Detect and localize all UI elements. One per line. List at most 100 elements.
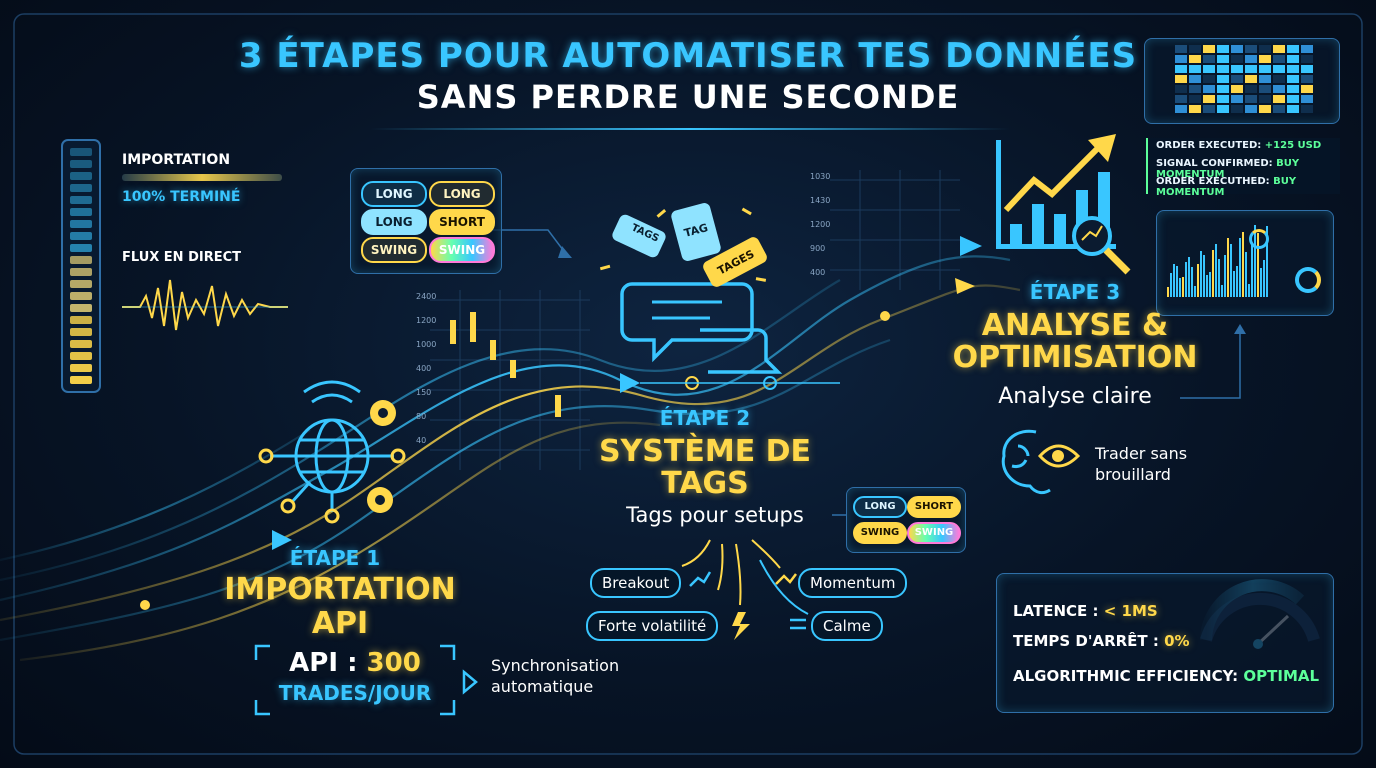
mini-pill-swing[interactable]: SWING: [853, 522, 907, 544]
heatmap-cell: [1175, 95, 1187, 103]
setup-breakout[interactable]: Breakout: [590, 568, 682, 598]
dashboard-bar: [1251, 245, 1253, 297]
step3-title-line1: ANALYSE &: [981, 308, 1169, 343]
analytics-dashboard-panel: [1156, 210, 1334, 316]
dashboard-bar: [1260, 268, 1262, 297]
gauge-segment: [70, 304, 92, 312]
setup-forte-volatilite[interactable]: Forte volatilité: [586, 611, 719, 641]
dashboard-bar: [1221, 285, 1223, 297]
step3-title-line2: OPTIMISATION: [952, 340, 1198, 375]
heatmap-cell: [1259, 55, 1271, 63]
setup-calme[interactable]: Calme: [811, 611, 883, 641]
gauge-segment: [70, 328, 92, 336]
gauge-segment: [70, 316, 92, 324]
heatmap-cell: [1287, 45, 1299, 53]
heatmap-cell: [1245, 55, 1257, 63]
heatmap-cell: [1301, 105, 1313, 113]
heatmap-cell: [1287, 75, 1299, 83]
heatmap-cell: [1203, 55, 1215, 63]
page-title: 3 ÉTAPES POUR AUTOMATISER TES DONNÉES: [238, 36, 1138, 76]
gauge-segment: [70, 184, 92, 192]
dashboard-bar: [1176, 266, 1178, 297]
dashboard-bar: [1206, 275, 1208, 297]
mini-pill-swing[interactable]: SWING: [907, 522, 961, 544]
step2-title-line1: SYSTÈME DE: [598, 434, 812, 469]
efficiency-row: ALGORITHMIC EFFICIENCY: OPTIMAL: [1013, 667, 1320, 685]
tag-pill-short[interactable]: SHORT: [429, 209, 495, 235]
import-status: 100% TERMINÉ: [122, 189, 241, 205]
heatmap-cell: [1189, 85, 1201, 93]
gauge-segment: [70, 352, 92, 360]
dashboard-bar: [1230, 244, 1232, 297]
gauge-segment: [70, 208, 92, 216]
dashboard-bar: [1236, 266, 1238, 297]
axis-tick-label: 150: [416, 388, 432, 397]
tag-pill-long[interactable]: LONG: [361, 209, 427, 235]
heatmap-cell: [1287, 65, 1299, 73]
gauge-segment: [70, 340, 92, 348]
heatmap-cell: [1259, 95, 1271, 103]
page-subtitle: SANS PERDRE UNE SECONDE: [416, 78, 960, 116]
heatmap-cell: [1259, 75, 1271, 83]
axis-tick-label: 1000: [416, 340, 437, 349]
tag-pill-long[interactable]: LONG: [429, 181, 495, 207]
trader-line2: brouillard: [1095, 465, 1171, 484]
heatmap-cell: [1203, 75, 1215, 83]
gauge-segment: [70, 280, 92, 288]
heatmap-cell: [1175, 55, 1187, 63]
axis-tick-label: 1430: [810, 196, 831, 205]
mini-pill-short[interactable]: SHORT: [907, 496, 961, 518]
heatmap-panel: [1144, 38, 1340, 124]
heatmap-cell: [1203, 45, 1215, 53]
heatmap-cell: [1217, 45, 1229, 53]
dashboard-bar: [1242, 232, 1244, 297]
dashboard-bar: [1182, 277, 1184, 297]
heatmap-cell: [1217, 65, 1229, 73]
heatmap-cell: [1231, 85, 1243, 93]
tag-pill-swing[interactable]: SWING: [429, 237, 495, 263]
gauge-segment: [70, 196, 92, 204]
heatmap-cell: [1217, 75, 1229, 83]
heatmap-cell: [1245, 85, 1257, 93]
heatmap-cell: [1175, 105, 1187, 113]
axis-tick-label: 2400: [416, 292, 437, 301]
heatmap-cell: [1273, 55, 1285, 63]
dashboard-bar: [1209, 272, 1211, 297]
heatmap-cell: [1287, 105, 1299, 113]
dashboard-bar: [1233, 271, 1235, 297]
heatmap-cell: [1231, 45, 1243, 53]
dashboard-bar: [1254, 225, 1256, 297]
latency-value: < 1MS: [1103, 602, 1158, 620]
heatmap-cell: [1231, 95, 1243, 103]
heatmap-cell: [1217, 95, 1229, 103]
dashboard-bar: [1248, 284, 1250, 297]
axis-tick-label: 400: [810, 268, 826, 277]
mini-tags-panel: LONG SHORT SWING SWING: [846, 487, 966, 553]
axis-tick-label: 900: [810, 244, 826, 253]
dashboard-bar: [1191, 267, 1193, 297]
tags-panel: LONG LONG LONG SHORT SWING SWING: [350, 168, 502, 274]
dashboard-bar: [1212, 250, 1214, 297]
tag-pill-long[interactable]: LONG: [361, 181, 427, 207]
heatmap-cell: [1301, 65, 1313, 73]
title-divider: [370, 128, 1010, 130]
heatmap-cell: [1189, 95, 1201, 103]
efficiency-value: OPTIMAL: [1243, 667, 1320, 685]
dashboard-bar: [1239, 238, 1241, 297]
dashboard-bar: [1200, 251, 1202, 297]
stats-panel: LATENCE : < 1MS TEMPS D'ARRÊT : 0% ALGOR…: [996, 573, 1334, 713]
latency-row: LATENCE : < 1MS: [1013, 602, 1158, 620]
heatmap-cell: [1245, 45, 1257, 53]
trader-line1: Trader sans: [1095, 444, 1188, 463]
axis-tick-label: 40: [416, 436, 427, 445]
tag-pill-swing[interactable]: SWING: [361, 237, 427, 263]
log-line: SIGNAL CONFIRMED: BUY MOMENTUM: [1156, 158, 1300, 180]
setup-momentum[interactable]: Momentum: [798, 568, 908, 598]
api-rate-unit: TRADES/JOUR: [278, 681, 432, 705]
heatmap-cell: [1217, 105, 1229, 113]
mini-pill-long[interactable]: LONG: [853, 496, 907, 518]
heatmap-cell: [1203, 65, 1215, 73]
heatmap-cell: [1273, 45, 1285, 53]
heatmap-cell: [1231, 55, 1243, 63]
heatmap-cell: [1245, 65, 1257, 73]
